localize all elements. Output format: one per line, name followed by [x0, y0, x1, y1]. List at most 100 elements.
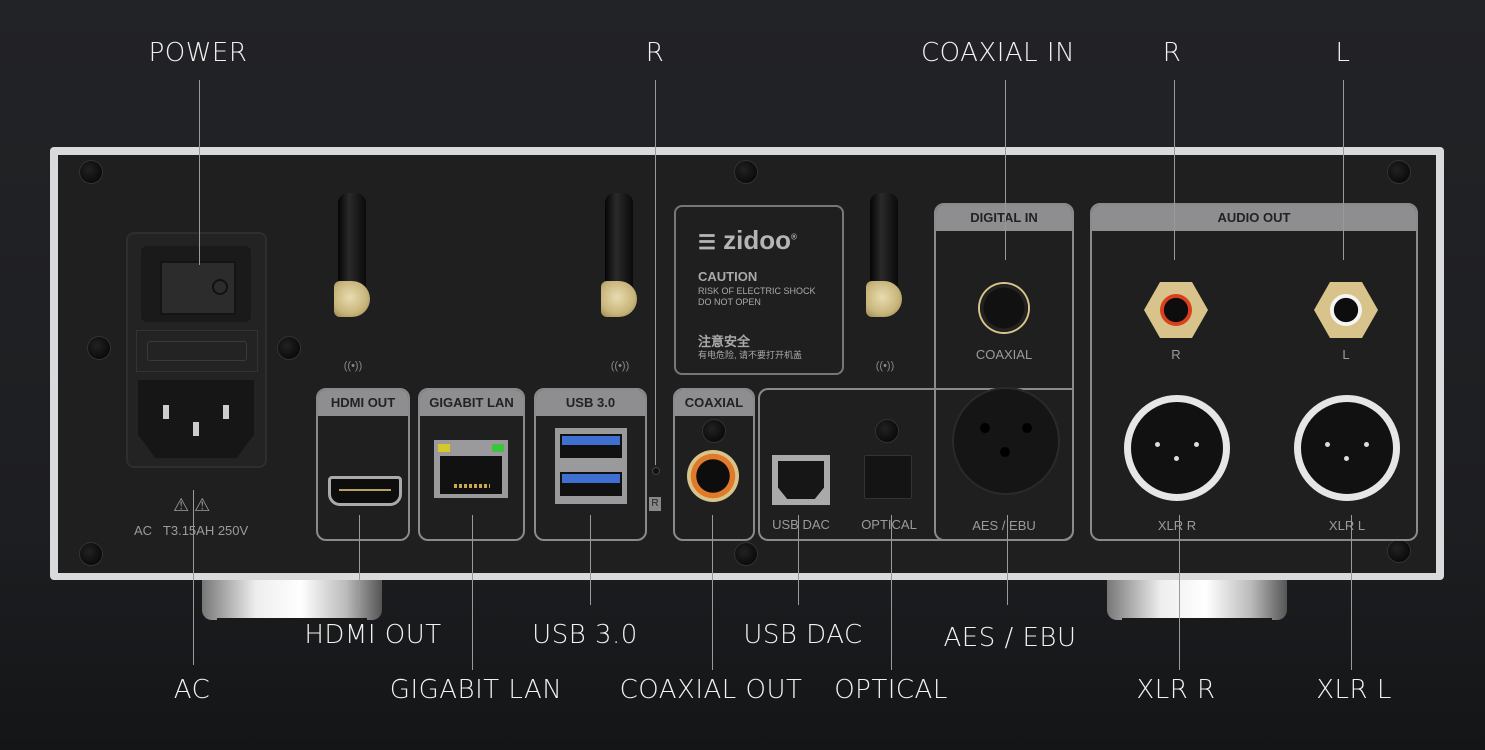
callout-xlr-l: XLR L [1316, 675, 1392, 705]
screw-icon [1388, 540, 1410, 562]
caution-line-2: DO NOT OPEN [698, 297, 761, 307]
callout-power: POWER [148, 38, 248, 68]
section-gigabit-lan: GIGABIT LAN [418, 388, 525, 541]
leader-line [193, 490, 194, 665]
section-header: COAXIAL [675, 390, 753, 416]
leader-line [472, 515, 473, 670]
section-header: USB 3.0 [536, 390, 645, 416]
xlr-l-label: XLR L [1328, 518, 1366, 533]
section-hdmi-out: HDMI OUT [316, 388, 410, 541]
section-digital-in: DIGITAL IN COAXIAL AES / EBU [934, 203, 1074, 541]
aes-ebu-jack[interactable] [952, 387, 1060, 495]
leader-line [1174, 80, 1175, 260]
xlr-r-label: XLR R [1157, 518, 1197, 533]
leader-line [590, 515, 591, 605]
left-foot [202, 580, 382, 630]
screw-icon [735, 161, 757, 183]
caution-cn-line: 有电危险, 请不要打开机盖 [698, 350, 803, 360]
power-module [126, 232, 267, 468]
screw-icon [80, 543, 102, 565]
leader-line [1005, 80, 1006, 260]
rca-r-label: R [1171, 347, 1181, 362]
wifi-antenna-3 [866, 193, 902, 317]
section-coaxial-out: COAXIAL [673, 388, 755, 541]
fuse-holder [136, 330, 258, 372]
callout-aes-ebu: AES / EBU [943, 623, 1077, 653]
leader-line [1179, 515, 1180, 670]
coaxial-in-label: COAXIAL [975, 347, 1033, 362]
callout-optical: OPTICAL [834, 675, 948, 705]
ethernet-port[interactable] [434, 440, 508, 498]
rca-r-jack[interactable] [1144, 282, 1208, 338]
leader-line [891, 515, 892, 670]
xlr-r-jack[interactable] [1124, 395, 1230, 501]
leader-line [798, 515, 799, 605]
wifi-antenna-2 [601, 193, 637, 317]
usb30-ports [555, 428, 627, 504]
warning-icons: ⚠ ⚠ [173, 495, 211, 515]
screw-icon [876, 420, 898, 442]
callout-hdmi-out: HDMI OUT [304, 620, 442, 650]
reset-button[interactable] [652, 467, 660, 475]
reset-label: R [649, 497, 661, 511]
caution-line-1: RISK OF ELECTRIC SHOCK [698, 286, 816, 296]
callout-usb-dac: USB DAC [743, 620, 863, 650]
rca-l-jack[interactable] [1314, 282, 1378, 338]
leader-line [199, 80, 200, 265]
callout-audio-l: L [1335, 38, 1351, 68]
screw-icon [703, 420, 725, 442]
callout-audio-r: R [1162, 38, 1182, 68]
section-header: DIGITAL IN [936, 205, 1072, 231]
power-indicator-icon [212, 279, 228, 295]
xlr-l-jack[interactable] [1294, 395, 1400, 501]
leader-line [359, 515, 360, 605]
leader-line [1343, 80, 1344, 260]
optical-port[interactable] [864, 455, 912, 499]
screw-icon [1388, 161, 1410, 183]
usb30-port-1[interactable] [560, 434, 622, 458]
caution-cn-title: 注意安全 [698, 334, 751, 349]
wifi-icon: ((•)) [343, 360, 363, 372]
section-usb30: USB 3.0 [534, 388, 647, 541]
section-header: HDMI OUT [318, 390, 408, 416]
usb-dac-label: USB DAC [772, 517, 830, 532]
screw-icon [735, 543, 757, 565]
aes-ebu-label: AES / EBU [972, 518, 1036, 533]
ac-inlet[interactable] [138, 380, 254, 458]
brand-logo: ☰ zidoo® [698, 225, 797, 255]
callout-xlr-r: XLR R [1136, 675, 1216, 705]
leader-line [655, 80, 656, 465]
callout-coaxial-in: COAXIAL IN [920, 38, 1076, 68]
leader-line [1351, 515, 1352, 670]
wifi-antenna-1 [334, 193, 370, 317]
callout-usb30: USB 3.0 [532, 620, 638, 650]
ac-rating: AC T3.15AH 250V [134, 523, 248, 538]
section-header: GIGABIT LAN [420, 390, 523, 416]
usb30-port-2[interactable] [560, 472, 622, 496]
caution-label: ☰ zidoo® CAUTION RISK OF ELECTRIC SHOCK … [674, 205, 844, 375]
right-foot [1107, 580, 1287, 630]
callout-ac: AC [173, 675, 211, 705]
coaxial-in-jack[interactable] [978, 282, 1030, 334]
callout-gigabit-lan: GIGABIT LAN [389, 675, 563, 705]
caution-title: CAUTION [698, 269, 758, 284]
power-switch[interactable] [141, 246, 251, 322]
screw-icon [278, 337, 300, 359]
leader-line [712, 515, 713, 670]
screw-icon [88, 337, 110, 359]
callout-reset-r: R [645, 38, 665, 68]
ac-label: AC [134, 523, 153, 538]
wifi-icon: ((•)) [875, 360, 895, 372]
rca-l-label: L [1342, 347, 1350, 362]
fuse-rating: T3.15AH 250V [162, 523, 249, 538]
coaxial-out-jack[interactable] [687, 450, 739, 502]
hdmi-port[interactable] [328, 476, 402, 506]
wifi-icon: ((•)) [610, 360, 630, 372]
section-digital-in-lower [758, 388, 1072, 541]
section-audio-out: AUDIO OUT R L XLR R XLR L [1090, 203, 1418, 541]
section-header: AUDIO OUT [1092, 205, 1416, 231]
leader-line [1007, 515, 1008, 605]
screw-icon [80, 161, 102, 183]
rear-panel: ⚠ ⚠ AC T3.15AH 250V ((•)) ((•)) ((•)) ☰ … [58, 155, 1436, 573]
usb-dac-port[interactable] [772, 455, 830, 505]
